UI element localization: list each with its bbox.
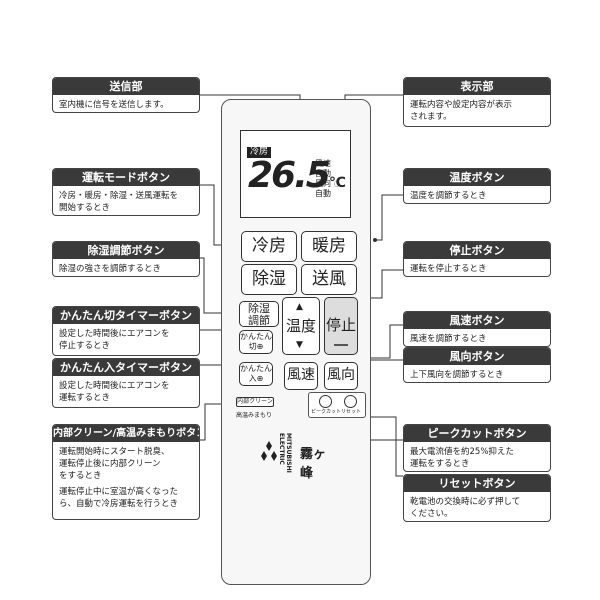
callout-desc: 温度を調節するとき — [410, 191, 487, 201]
on-timer-button[interactable]: かんたん 入⊕ — [239, 362, 273, 386]
reset-label: リセット — [341, 409, 362, 415]
fan-speed-button[interactable]: 風速 — [284, 362, 318, 390]
callout-title: 内部クリーン/高温みまもりボタン — [53, 425, 199, 442]
callout-desc: 運転開始時にスタート脱臭、 運転停止後に内部クリーン をするとき — [59, 447, 170, 481]
peak-cut-button[interactable] — [319, 395, 332, 408]
callout-fan-speed: 風速ボタン 風速を調節するとき — [403, 311, 551, 347]
fan-mode-button[interactable]: 送風 — [301, 264, 357, 295]
lcd-temperature: 26.5℃ — [248, 157, 346, 202]
brand-name: MITSUBISHI ELECTRIC — [278, 433, 292, 473]
callout-title: リセットボタン — [404, 475, 550, 492]
callout-on-timer: かんたん入タイマーボタン 設定した時間後にエアコンを 運転するとき — [52, 358, 200, 408]
callout-desc: 運転を停止するとき — [410, 264, 487, 274]
heat-button[interactable]: 暖房 — [301, 231, 357, 262]
dehum-adjust-button[interactable]: 除湿 調節 — [239, 301, 279, 327]
callout-mode: 運転モードボタン 冷房・暖房・除湿・送風運転を 開始するとき — [52, 168, 200, 216]
cool-button[interactable]: 冷房 — [241, 231, 297, 262]
callout-title: 風速ボタン — [404, 312, 550, 329]
temp-down-icon: ▼ — [296, 340, 303, 350]
callout-transmitter: 送信部 室内機に信号を送信します。 — [52, 77, 200, 113]
callout-peak-cut: ピークカットボタン 最大電流値を約25%抑えた 運転をするとき — [403, 424, 551, 472]
callout-desc: 最大電流値を約25%抑えた 運転をするとき — [410, 447, 514, 469]
fan-direction-button[interactable]: 風向 — [324, 362, 358, 390]
callout-title: 運転モードボタン — [53, 169, 199, 186]
peak-cut-label: ピークカット — [311, 409, 342, 415]
callout-title: 表示部 — [404, 78, 550, 95]
callout-desc: 風速を調節するとき — [410, 334, 487, 344]
callout-title: 除湿調節ボタン — [53, 242, 199, 259]
lcd-status: 風速 自動 風向 ◌ 自動 — [315, 159, 341, 198]
stop-button[interactable]: 停止 — [324, 297, 358, 355]
temp-button[interactable]: ▲ 温度 ▼ — [282, 297, 320, 355]
remote-control: 冷房 26.5℃ 風速 自動 風向 ◌ 自動 冷房 暖房 除湿 送風 除湿 調節… — [221, 99, 371, 585]
brand-block: MITSUBISHI ELECTRIC 霧ヶ峰 — [258, 433, 338, 481]
dry-button[interactable]: 除湿 — [241, 264, 297, 295]
clean-button[interactable]: 内部クリーン — [236, 397, 274, 407]
off-timer-button[interactable]: かんたん 切⊕ — [239, 330, 273, 354]
reset-button[interactable] — [344, 395, 357, 408]
callout-temp: 温度ボタン 温度を調節するとき — [403, 168, 551, 204]
callout-desc: 設定した時間後にエアコンを 運転するとき — [59, 381, 170, 403]
callout-display: 表示部 運転内容や設定内容が表示 されます。 — [403, 77, 551, 127]
callout-title: ピークカットボタン — [404, 425, 550, 442]
callout-desc: 上下風向を調節するとき — [410, 370, 504, 380]
callout-clean: 内部クリーン/高温みまもりボタン 運転開始時にスタート脱臭、 運転停止後に内部ク… — [52, 424, 200, 520]
lcd-temp-value: 26.5 — [248, 155, 331, 196]
callout-title: 風向ボタン — [404, 348, 550, 365]
callout-title: 温度ボタン — [404, 169, 550, 186]
three-diamonds-logo-icon — [261, 441, 277, 461]
callout-title: かんたん切タイマーボタン — [53, 307, 199, 324]
callout-stop: 停止ボタン 運転を停止するとき — [403, 241, 551, 277]
stop-bar-icon — [334, 344, 348, 346]
callout-desc: 室内機に信号を送信します。 — [59, 100, 169, 110]
callout-fan-direction: 風向ボタン 上下風向を調節するとき — [403, 347, 551, 383]
callout-desc: 乾電池の交換時に必ず押して ください。 — [410, 497, 521, 519]
lcd-temp-unit: ℃ — [328, 175, 346, 191]
clean-sub-label: 高温みまもり — [236, 412, 273, 419]
lcd-display: 冷房 26.5℃ 風速 自動 風向 ◌ 自動 — [240, 130, 351, 218]
callout-title: 送信部 — [53, 78, 199, 95]
callout-reset: リセットボタン 乾電池の交換時に必ず押して ください。 — [403, 474, 551, 522]
callout-off-timer: かんたん切タイマーボタン 設定した時間後にエアコンを 停止するとき — [52, 306, 200, 356]
callout-title: 停止ボタン — [404, 242, 550, 259]
callout-dehum-adjust: 除湿調節ボタン 除湿の強さを調節するとき — [52, 241, 200, 277]
peak-reset-panel: ピークカット リセット — [308, 392, 366, 418]
temp-button-label: 温度 — [285, 317, 316, 335]
callout-desc: 除湿の強さを調節するとき — [59, 264, 162, 274]
product-logo: 霧ヶ峰 — [300, 447, 327, 481]
callout-desc: 運転内容や設定内容が表示 されます。 — [410, 100, 513, 122]
stop-button-label: 停止 — [325, 316, 356, 334]
callout-desc: 設定した時間後にエアコンを 停止するとき — [59, 329, 170, 351]
temp-up-icon: ▲ — [296, 302, 303, 312]
lcd-mode: 冷房 — [247, 147, 272, 158]
callout-title: かんたん入タイマーボタン — [53, 359, 199, 376]
callout-desc-2: 運転停止中に室温が高くなった ら、自動で冷房運転を行うとき — [59, 487, 179, 509]
callout-desc: 冷房・暖房・除湿・送風運転を 開始するとき — [59, 191, 179, 213]
